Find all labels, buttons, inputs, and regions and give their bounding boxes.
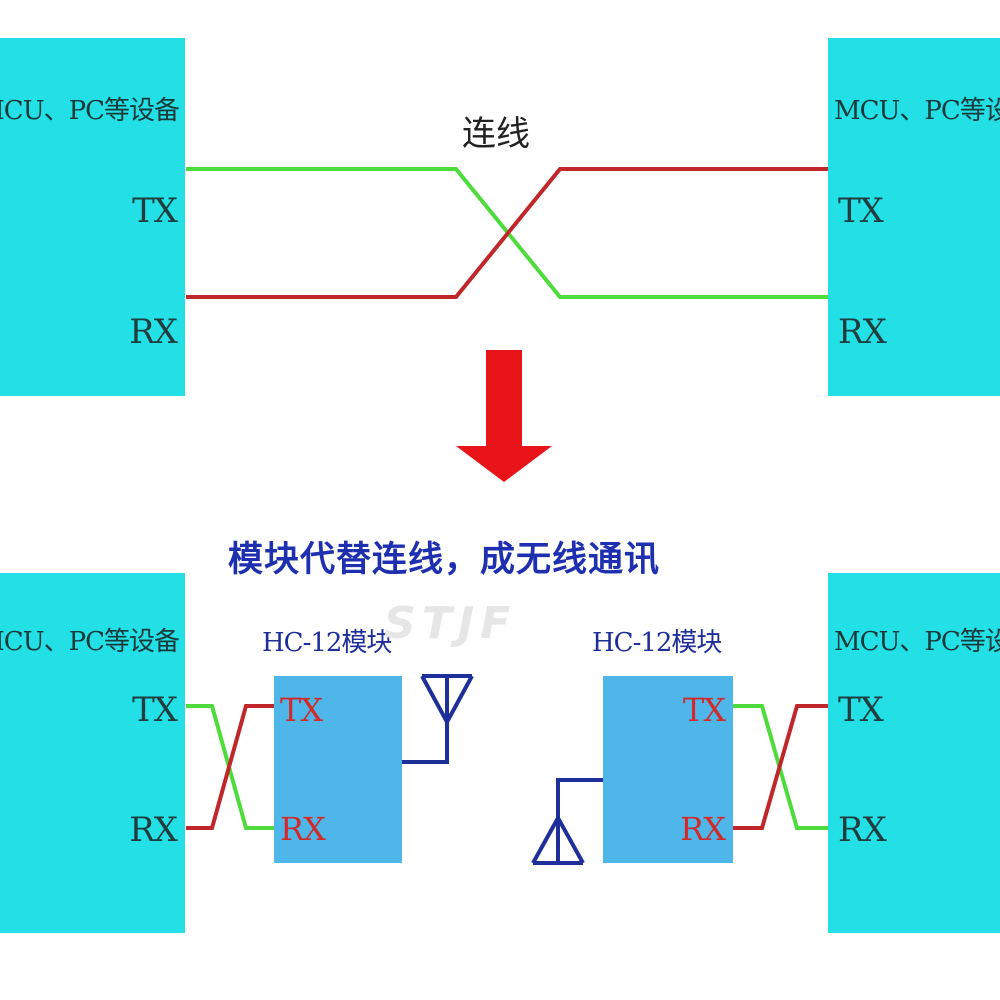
top-left-device: MCU、PC等设备 TX RX <box>0 38 185 396</box>
bottom-left-red-wire <box>186 704 274 830</box>
wire-caption: 连线 <box>462 114 530 154</box>
bottom-right-red-wire <box>733 704 828 830</box>
bottom-right-device-label: MCU、PC等设备 <box>834 627 1000 657</box>
bottom-left-device: MCU、PC等设备 TX RX <box>0 573 185 933</box>
bottom-right-device: MCU、PC等设备 TX RX <box>828 573 1000 933</box>
left-hc12-module: TX RX <box>274 676 402 863</box>
bottom-left-device-label: MCU、PC等设备 <box>0 627 180 657</box>
top-left-tx-label: TX <box>132 191 178 231</box>
left-module-title: HC-12模块 <box>262 628 392 658</box>
bottom-right-rx-label: RX <box>838 810 887 850</box>
left-antenna-icon <box>402 674 474 764</box>
top-right-device: MCU、PC等设备 TX RX <box>828 38 1000 396</box>
replacement-caption: 模块代替连线，成无线通讯 <box>228 540 661 580</box>
top-right-device-label: MCU、PC等设备 <box>834 96 1000 126</box>
top-left-rx-label: RX <box>129 312 178 352</box>
left-module-rx-label: RX <box>280 810 326 848</box>
top-right-tx-label: TX <box>838 191 884 231</box>
left-module-tx-label: TX <box>280 691 323 729</box>
bottom-left-rx-label: RX <box>129 810 178 850</box>
top-red-wire <box>186 167 828 299</box>
right-module-tx-label: TX <box>682 691 726 729</box>
right-module-rx-label: RX <box>680 810 726 848</box>
right-hc12-module: TX RX <box>603 676 733 863</box>
bottom-left-tx-label: TX <box>132 690 178 730</box>
watermark-text: STJF <box>384 598 517 649</box>
right-antenna-icon <box>531 778 603 865</box>
right-module-title: HC-12模块 <box>592 628 722 658</box>
down-arrow-icon <box>456 350 552 482</box>
bottom-right-tx-label: TX <box>838 690 884 730</box>
top-left-device-label: MCU、PC等设备 <box>0 96 180 126</box>
top-right-rx-label: RX <box>838 312 887 352</box>
